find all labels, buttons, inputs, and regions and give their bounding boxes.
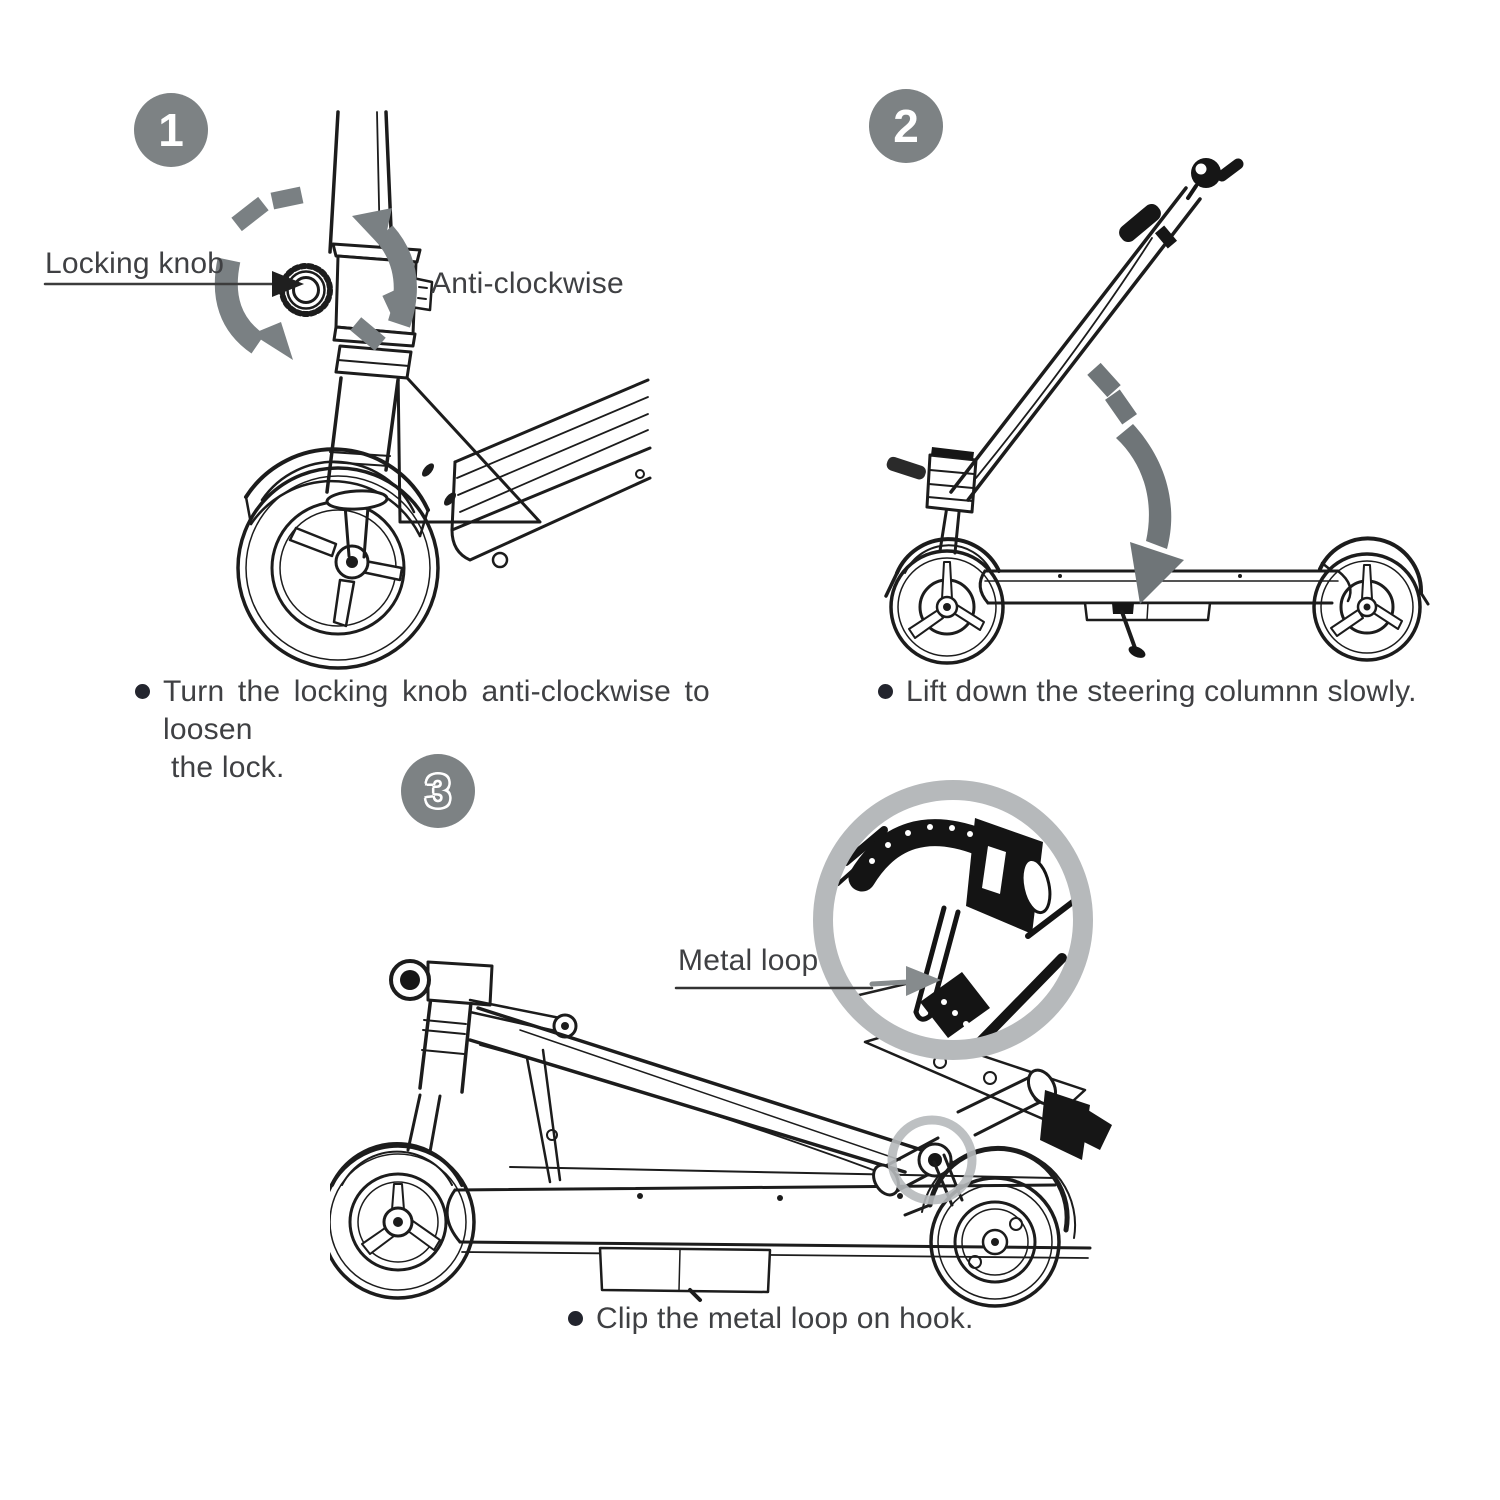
step1-caption-line2: the lock.	[171, 751, 285, 784]
anticlockwise-arrow-left	[214, 186, 304, 360]
step3-badge: 3	[401, 754, 475, 828]
locking-knob-leader-arrow	[43, 271, 304, 297]
bullet-icon	[568, 1311, 583, 1326]
anti-clockwise-label: Anti-clockwise	[431, 267, 624, 300]
front-wheel-closeup-illustration	[43, 110, 652, 670]
step1-number: 1	[158, 104, 184, 156]
step2-number: 2	[893, 100, 919, 152]
steering-column	[325, 110, 400, 511]
step2-badge: 2	[869, 89, 943, 163]
step3-caption: Clip the metal loop on hook.	[566, 1300, 1046, 1338]
anticlockwise-arrow-right	[350, 208, 417, 351]
steering-column	[949, 158, 1244, 502]
fold-down-arrow	[1087, 362, 1184, 604]
step2-caption-text: Lift down the steering columnn slowly.	[906, 675, 1417, 708]
step1-badge: 1	[134, 93, 208, 167]
folded-scooter	[330, 959, 1112, 1308]
step3-number: 3	[425, 765, 451, 817]
column-clamp	[331, 242, 434, 380]
step2-caption: Lift down the steering columnn slowly.	[876, 673, 1466, 711]
metal-loop-leader-arrow	[674, 966, 941, 996]
step3-caption-text: Clip the metal loop on hook.	[596, 1302, 974, 1335]
deck	[396, 366, 652, 569]
scooter-side-illustration	[884, 158, 1430, 665]
step1-caption: Turn the locking knob anti-clockwise to …	[133, 673, 803, 787]
front-wheel	[884, 537, 1005, 665]
bullet-icon	[135, 684, 150, 699]
folded-scooter-illustration	[330, 780, 1112, 1308]
magnifier-circle	[813, 780, 1093, 1060]
bullet-icon	[878, 684, 893, 699]
locking-knob	[279, 263, 333, 317]
step1-caption-line1: Turn the locking knob anti-clockwise to …	[163, 675, 710, 746]
bell-icon	[1191, 158, 1221, 188]
locking-knob-label: Locking knob	[45, 247, 225, 280]
deck	[978, 569, 1352, 658]
rear-wheel	[1312, 536, 1430, 662]
folding-mechanism	[886, 447, 978, 555]
metal-loop-label: Metal loop	[678, 944, 819, 977]
hook-highlight-circle	[887, 1115, 977, 1205]
